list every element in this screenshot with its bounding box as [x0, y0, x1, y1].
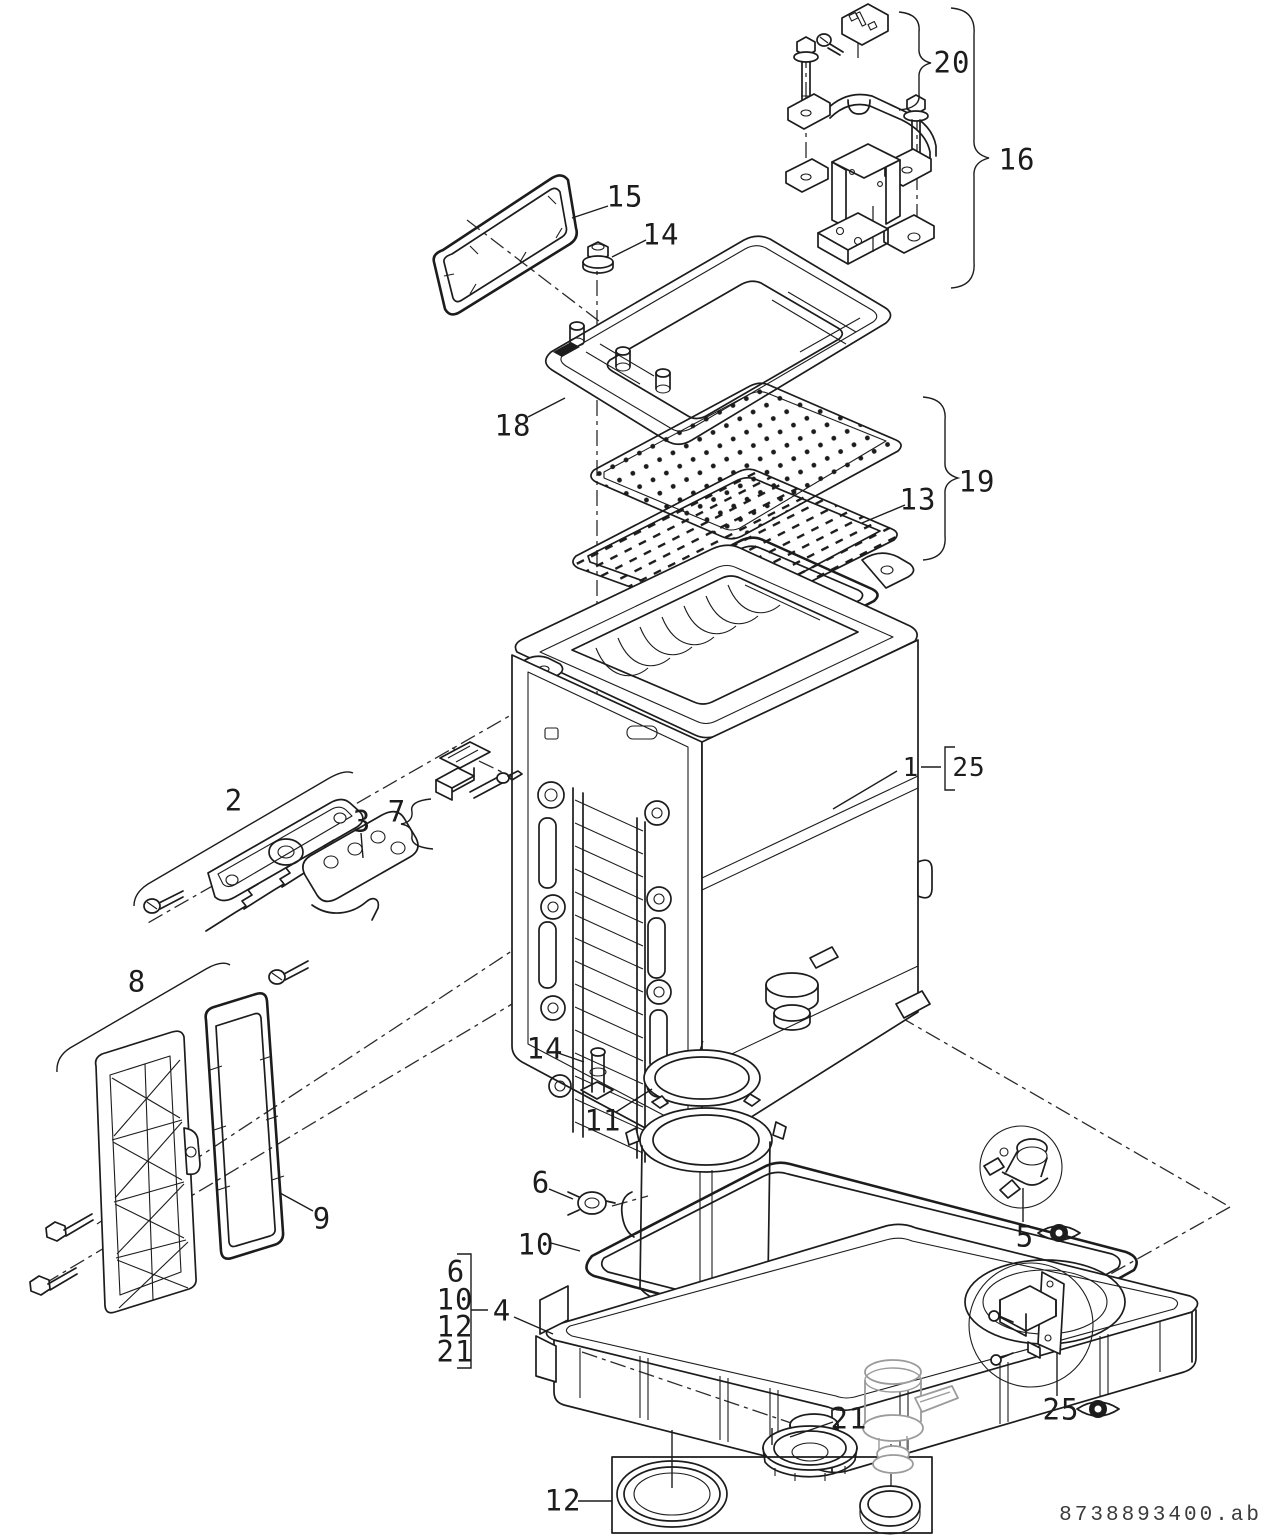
callout-18: 18 [494, 408, 532, 443]
callout-7: 7 [387, 794, 407, 829]
drain-valve [862, 1359, 959, 1474]
callout-stack-6: 6 [446, 1254, 466, 1289]
callout-13: 13 [899, 482, 937, 517]
heat-exchanger-body [511, 544, 933, 1163]
callout-14-top: 14 [642, 217, 680, 252]
drain-spigot [765, 972, 819, 1031]
stud-14-bottom [580, 1047, 614, 1100]
callout-19: 19 [958, 464, 996, 499]
callout-14-bottom: 14 [526, 1031, 564, 1066]
callout-1: 1 [902, 753, 920, 783]
callout-15: 15 [606, 179, 644, 214]
electrode-gasket-3 [302, 810, 419, 903]
callout-3: 3 [352, 804, 372, 839]
callout-16: 16 [998, 142, 1036, 177]
burner-cover-18 [544, 235, 892, 446]
callout-8: 8 [127, 964, 147, 999]
fin-stack [572, 787, 646, 1163]
callout-11: 11 [584, 1103, 622, 1138]
plug-6 [567, 1191, 616, 1216]
inspection-gasket-9 [204, 992, 285, 1260]
eye-icon-5 [1037, 1224, 1081, 1242]
callout-6: 6 [531, 1165, 551, 1200]
detail-circle-25 [968, 1262, 1094, 1396]
callout-stack-10: 10 [436, 1282, 474, 1317]
callout-12: 12 [544, 1483, 582, 1518]
cover-bolts [29, 1213, 94, 1296]
top-gasket-15 [432, 174, 579, 316]
sump-gasket-10 [585, 1161, 1138, 1373]
callout-2: 2 [224, 783, 244, 818]
callout-21: 21 [830, 1401, 868, 1436]
cover-studs [569, 321, 671, 394]
temperature-sensor-7 [435, 741, 523, 801]
mounting-bracket-assembly [785, 3, 937, 265]
callout-4: 4 [492, 1293, 512, 1328]
callout-25: 25 [1042, 1392, 1080, 1427]
eye-icon-25 [1076, 1400, 1120, 1418]
inspection-cover-8 [29, 1030, 201, 1314]
callout-braces [56, 7, 990, 1502]
flue-collar-11 [625, 1040, 787, 1173]
callout-stack-12: 12 [436, 1309, 474, 1344]
gasket-kit-box-12 [611, 1430, 933, 1535]
callout-9: 9 [312, 1201, 332, 1236]
coil-fins [595, 584, 821, 677]
callout-20: 20 [933, 45, 971, 80]
detail-circle-5 [979, 1125, 1063, 1222]
callout-10: 10 [517, 1227, 555, 1262]
callout-25-bracket: 25 [952, 753, 986, 783]
drawing-part-number: 8738893400.ab [1059, 1504, 1262, 1527]
flange-nut-14 [582, 241, 614, 274]
callout-stack-21: 21 [436, 1334, 474, 1369]
callout-5: 5 [1015, 1219, 1035, 1254]
grommet-21 [762, 1425, 858, 1481]
